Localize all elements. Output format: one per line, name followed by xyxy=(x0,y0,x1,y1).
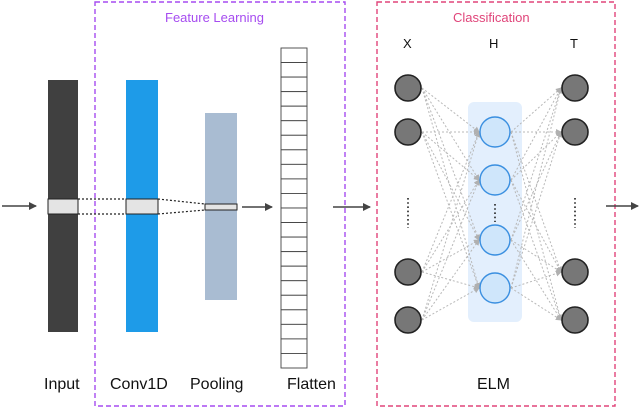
elm-nodes xyxy=(394,74,589,334)
input-to-hidden-edge xyxy=(421,239,480,273)
input-to-hidden-edge xyxy=(421,179,480,321)
flatten-cell xyxy=(280,193,308,209)
flatten-cell xyxy=(280,294,308,311)
flatten-cell xyxy=(280,207,308,223)
flatten-cell xyxy=(280,309,308,325)
input-layer-label: X xyxy=(403,36,412,51)
hidden-layer-panel xyxy=(468,102,522,322)
input-to-hidden-edge xyxy=(421,287,480,321)
input-to-hidden-edge xyxy=(421,239,480,321)
input-to-hidden-edge xyxy=(421,87,481,241)
hidden-to-output-edge xyxy=(510,270,562,289)
hidden-to-output-edge xyxy=(510,179,563,321)
flatten-cell xyxy=(280,236,308,253)
output-node xyxy=(561,118,589,146)
classification-panel xyxy=(376,1,616,407)
flatten-cell xyxy=(280,265,308,282)
flatten-cell xyxy=(280,251,308,267)
flatten-cell xyxy=(280,47,308,63)
flatten-column xyxy=(280,47,308,369)
conv-to-pool-connector xyxy=(157,198,206,205)
hidden-node xyxy=(479,272,511,304)
input-node xyxy=(394,74,422,102)
input-label: Input xyxy=(44,376,80,393)
flatten-cell xyxy=(280,353,308,369)
flatten-cell xyxy=(280,120,308,136)
input-to-hidden-edge xyxy=(421,131,480,273)
input-node xyxy=(394,118,422,146)
flatten-cell xyxy=(280,222,308,238)
pooling-label: Pooling xyxy=(190,376,244,393)
input-window xyxy=(47,198,79,215)
input-node xyxy=(394,306,422,334)
elm-label: ELM xyxy=(477,376,510,393)
input-to-hidden-edge xyxy=(421,131,480,181)
output-layer-label: T xyxy=(570,36,578,51)
hidden-to-output-edge xyxy=(510,239,562,273)
pooling-window xyxy=(204,203,238,211)
elm-connections xyxy=(421,87,563,321)
flatten-cell xyxy=(280,76,308,93)
output-node xyxy=(561,306,589,334)
flatten-cell xyxy=(280,280,308,296)
hidden-node xyxy=(479,164,511,196)
conv1d-label: Conv1D xyxy=(110,376,168,393)
input-to-hidden-edge xyxy=(421,87,480,133)
flatten-cell xyxy=(280,91,308,107)
flatten-cell xyxy=(280,338,308,354)
hidden-to-output-edge xyxy=(510,287,562,321)
input-to-hidden-edge xyxy=(421,87,481,289)
flatten-cell xyxy=(280,149,308,165)
flatten-label: Flatten xyxy=(287,376,336,393)
hidden-to-output-edge xyxy=(510,131,562,181)
conv-to-pool-connector xyxy=(157,209,206,215)
output-node xyxy=(561,258,589,286)
hidden-node xyxy=(479,116,511,148)
hidden-to-output-edge xyxy=(510,131,563,289)
feature-learning-panel xyxy=(94,1,346,407)
hidden-layer-label: H xyxy=(489,36,499,51)
input-to-hidden-edge xyxy=(421,131,481,321)
hidden-to-output-edge xyxy=(510,131,563,273)
input-to-hidden-edge xyxy=(421,131,480,241)
input-node xyxy=(394,258,422,286)
output-node xyxy=(561,74,589,102)
flatten-cell xyxy=(280,178,308,194)
flatten-cell xyxy=(280,105,308,122)
conv1d-window xyxy=(125,198,159,215)
hidden-node xyxy=(479,224,511,256)
flatten-cell xyxy=(280,163,308,180)
flatten-cell xyxy=(280,62,308,78)
hidden-to-output-edge xyxy=(510,87,562,181)
classification-title: Classification xyxy=(453,10,530,25)
flatten-cell xyxy=(280,134,308,151)
hidden-to-output-edge xyxy=(510,87,562,133)
hidden-to-output-edge xyxy=(510,179,562,273)
hidden-to-output-edge xyxy=(510,87,563,241)
feature-learning-title: Feature Learning xyxy=(165,10,265,25)
flatten-cell xyxy=(280,323,308,340)
